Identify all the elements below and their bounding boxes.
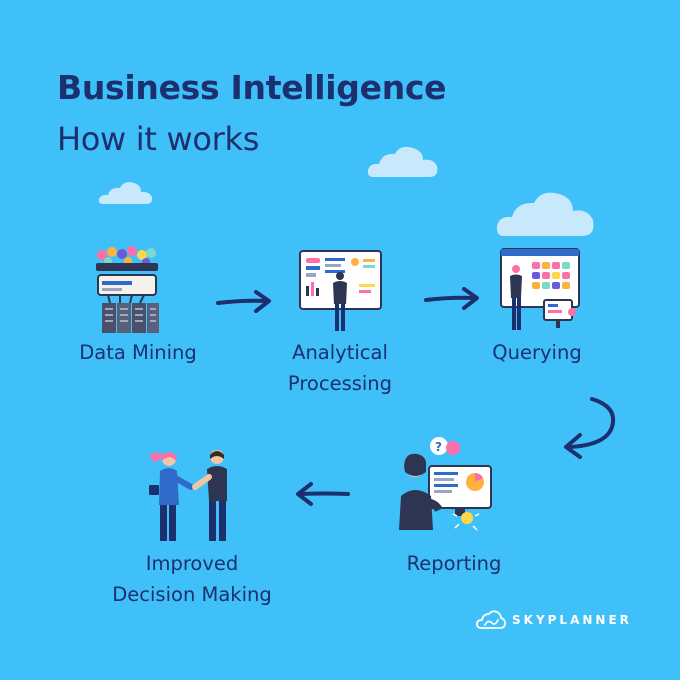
arrow-right-icon [216, 290, 271, 313]
handshake-icon [149, 450, 227, 541]
cloud-icon [367, 146, 438, 177]
report-monitor-icon: ? [399, 437, 492, 531]
cloud-icon [496, 192, 594, 236]
step-label-querying: Querying [492, 341, 582, 364]
cloud-icon [98, 182, 153, 204]
step-label-analytical-processing: Analytical Processing [287, 341, 393, 395]
step-label-reporting: Reporting [406, 552, 502, 575]
analyst-dashboard-icon [299, 250, 382, 331]
skyplanner-cloud-logo [476, 610, 506, 629]
curved-arrow-down-icon [564, 397, 615, 459]
svg-text:?: ? [435, 440, 442, 454]
subtitle: How it works [57, 120, 260, 158]
data-mining-servers-icon [96, 246, 159, 333]
step-label-data-mining: Data Mining [79, 341, 197, 364]
arrow-left-icon [296, 482, 350, 506]
skyplanner-brand: SKYPLANNER [476, 610, 632, 630]
query-board-icon [500, 248, 580, 330]
main-title: Business Intelligence [57, 68, 447, 107]
brand-name: SKYPLANNER [512, 613, 632, 627]
step-label-improved-decision-making: Improved Decision Making [112, 552, 272, 606]
arrow-right-icon [424, 287, 479, 310]
